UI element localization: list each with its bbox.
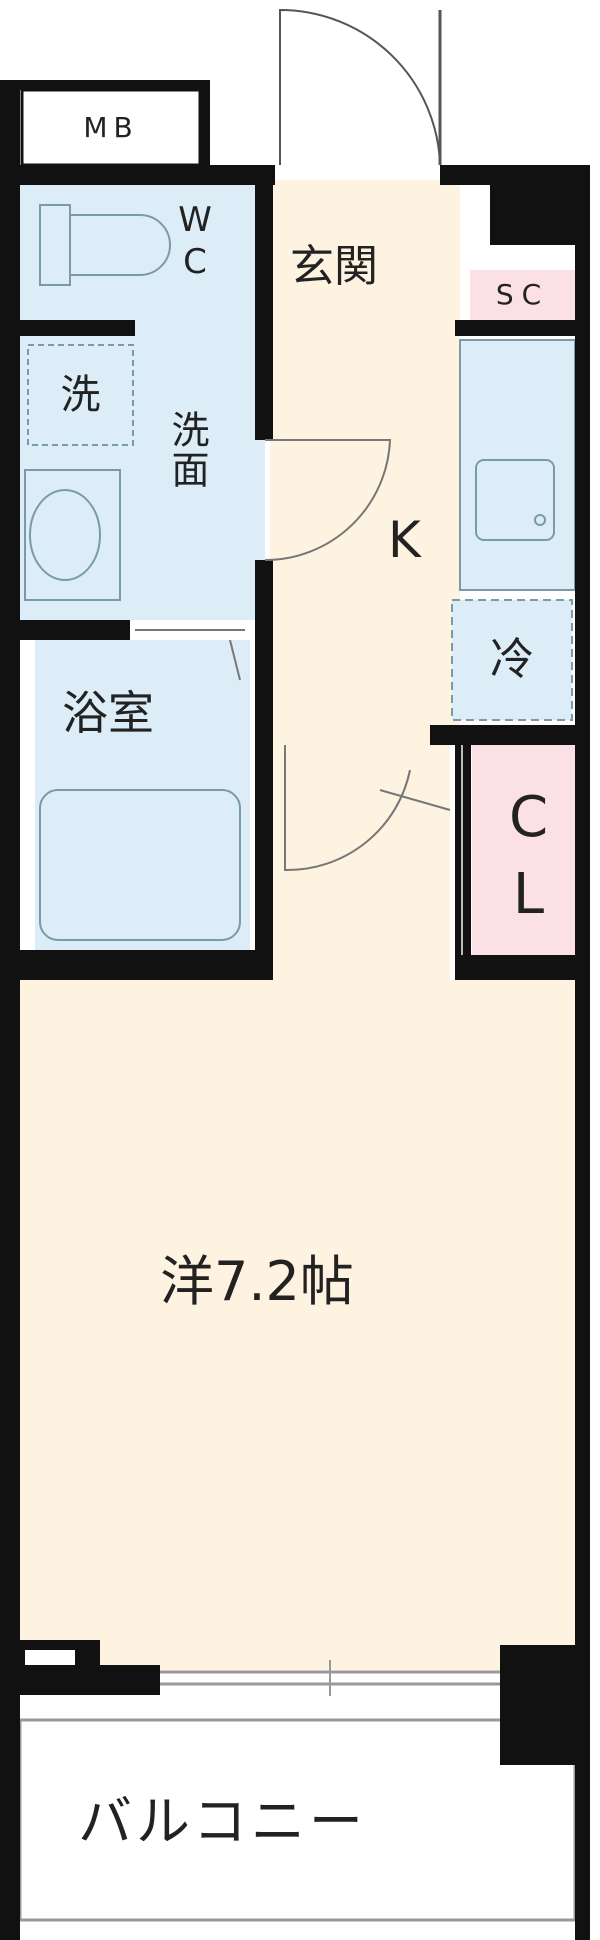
washroom-label: 洗面 (165, 410, 209, 490)
kitchen-label: K (388, 511, 421, 569)
bath-floor (35, 640, 250, 950)
wc-label: WC (175, 200, 215, 284)
fridge-space (451, 599, 573, 721)
western-room-label: 洋7.2帖 (160, 1250, 354, 1313)
western-room-floor (20, 980, 575, 1670)
mb-box (20, 88, 202, 167)
closet-label: CL (496, 785, 561, 939)
shoe-closet-label: SC (495, 278, 550, 311)
balcony-area (18, 1718, 577, 1922)
kitchen-counter (459, 339, 576, 591)
wc-floor (20, 180, 265, 320)
balcony-label: バルコニー (78, 1790, 367, 1853)
bath-label: 浴室 (62, 686, 154, 740)
entrance-label: 玄関 (290, 241, 378, 292)
shoe-closet-area (470, 270, 575, 320)
closet-area (472, 745, 575, 955)
fridge-label: 冷 (490, 634, 534, 685)
entrance-floor (270, 180, 455, 320)
washer-label: 洗 (60, 372, 101, 418)
washer-space (27, 344, 134, 446)
mb-label: MB (83, 110, 139, 144)
